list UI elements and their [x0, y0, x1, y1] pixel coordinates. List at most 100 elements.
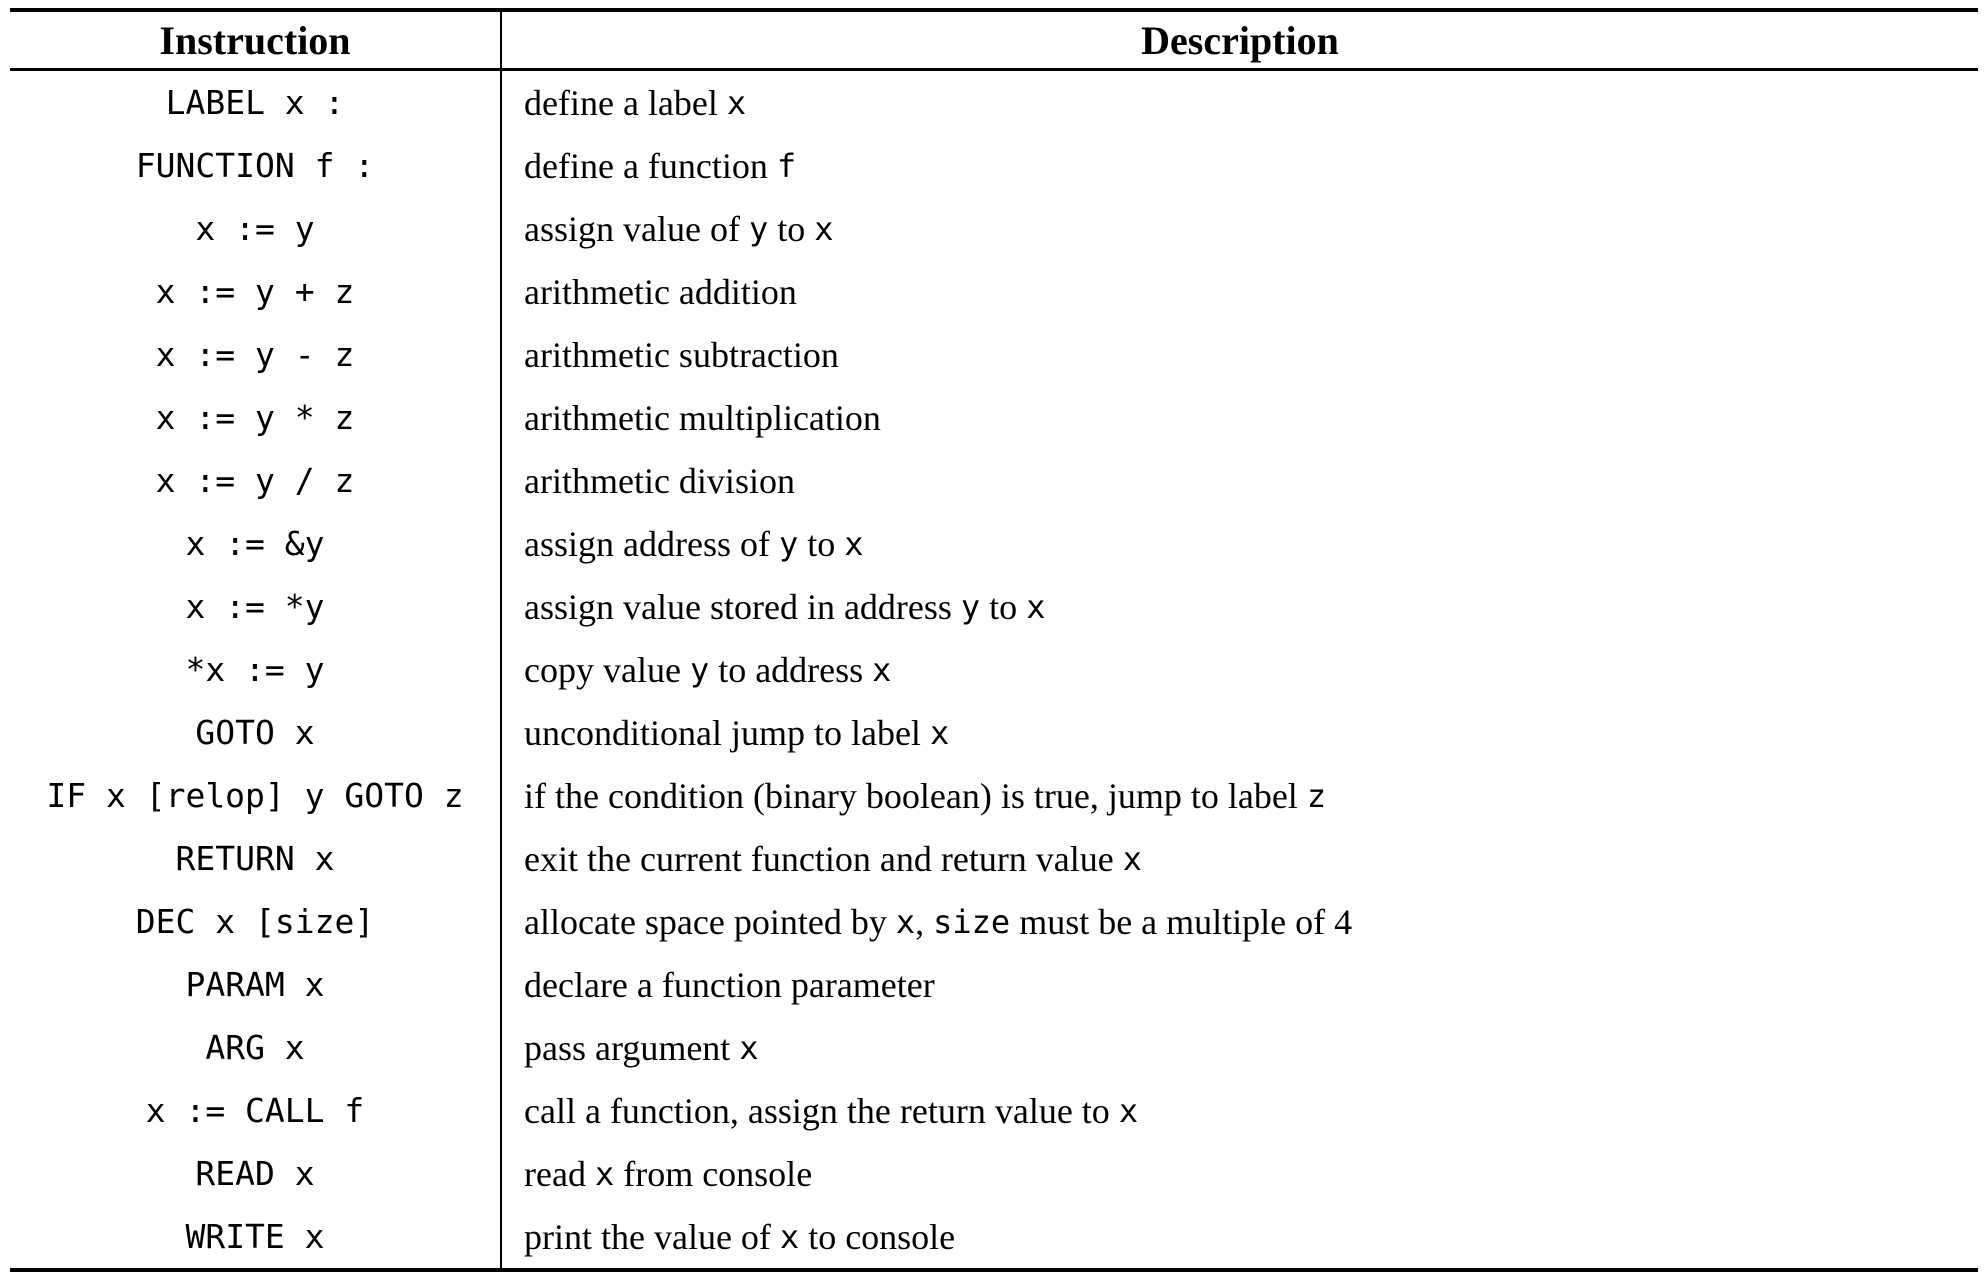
description-cell: arithmetic addition — [502, 260, 1978, 323]
table-header-row: Instruction Description — [10, 12, 1978, 71]
inline-code: y — [748, 209, 769, 248]
description-text: define a function — [524, 145, 777, 186]
description-text: to address — [709, 649, 873, 690]
instruction-cell: ARG x — [10, 1016, 502, 1079]
description-text: arithmetic multiplication — [524, 397, 881, 438]
instruction-cell: x := &y — [10, 512, 502, 575]
instruction-cell: x := *y — [10, 575, 502, 638]
description-text: if the condition (binary boolean) is tru… — [524, 775, 1307, 816]
description-cell: define a label x — [502, 71, 1978, 134]
inline-code: x — [929, 713, 950, 752]
description-text: declare a function parameter — [524, 964, 935, 1005]
inline-code: x — [1118, 1091, 1139, 1130]
description-cell: unconditional jump to label x — [502, 701, 1978, 764]
table-row: PARAM x declare a function parameter — [10, 953, 1978, 1016]
table-row: x := y * z arithmetic multiplication — [10, 386, 1978, 449]
description-cell: allocate space pointed by x, size must b… — [502, 890, 1978, 953]
table-row: x := y - z arithmetic subtraction — [10, 323, 1978, 386]
inline-code: y — [960, 587, 981, 626]
table-row: x := CALL f call a function, assign the r… — [10, 1079, 1978, 1142]
inline-code: x — [779, 1217, 800, 1256]
description-text: from console — [614, 1153, 813, 1194]
instruction-table: Instruction Description LABEL x :define … — [10, 8, 1978, 1272]
description-cell: copy value y to address x — [502, 638, 1978, 701]
instruction-cell: WRITE x — [10, 1205, 502, 1268]
description-text: assign value stored in address — [524, 586, 961, 627]
instruction-cell: GOTO x — [10, 701, 502, 764]
inline-code: x — [1122, 839, 1143, 878]
instruction-cell: x := y + z — [10, 260, 502, 323]
inline-code: x — [844, 524, 864, 563]
column-header-instruction: Instruction — [10, 12, 502, 68]
inline-code: size — [933, 902, 1011, 941]
table-row: IF x [relop] y GOTO z if the condition (b… — [10, 764, 1978, 827]
description-cell: arithmetic multiplication — [502, 386, 1978, 449]
description-text: exit the current function and return val… — [524, 838, 1123, 879]
instruction-cell: IF x [relop] y GOTO z — [10, 764, 502, 827]
description-text: to — [798, 523, 845, 564]
instruction-cell: x := CALL f — [10, 1079, 502, 1142]
instruction-cell: READ x — [10, 1142, 502, 1205]
description-text: unconditional jump to label — [524, 712, 930, 753]
inline-code: x — [814, 209, 834, 248]
inline-code: x — [895, 902, 916, 941]
description-text: to — [980, 586, 1027, 627]
description-text: , — [915, 901, 934, 942]
inline-code: y — [689, 650, 710, 689]
description-text: assign address of — [524, 523, 779, 564]
description-text: to — [768, 208, 815, 249]
description-cell: arithmetic subtraction — [502, 323, 1978, 386]
table-row: RETURN x exit the current function and re… — [10, 827, 1978, 890]
description-cell: pass argument x — [502, 1016, 1978, 1079]
inline-code: y — [778, 524, 799, 563]
table-row: LABEL x :define a label x — [10, 71, 1978, 134]
description-cell: assign value of y to x — [502, 197, 1978, 260]
description-text: to console — [799, 1216, 956, 1257]
description-text: arithmetic addition — [524, 271, 797, 312]
description-text: arithmetic subtraction — [524, 334, 839, 375]
description-cell: assign value stored in address y to x — [502, 575, 1978, 638]
column-header-description: Description — [1141, 17, 1339, 63]
table-row: FUNCTION f :define a function f — [10, 134, 1978, 197]
description-text: pass argument — [524, 1027, 740, 1068]
table-row: DEC x [size]allocate space pointed by x,… — [10, 890, 1978, 953]
description-cell: arithmetic division — [502, 449, 1978, 512]
description-cell: read x from console — [502, 1142, 1978, 1205]
instruction-cell: PARAM x — [10, 953, 502, 1016]
description-cell: assign address of y to x — [502, 512, 1978, 575]
inline-code: f — [776, 146, 797, 185]
inline-code: z — [1306, 776, 1327, 815]
instruction-cell: x := y / z — [10, 449, 502, 512]
description-text: assign value of — [524, 208, 749, 249]
description-text: read — [524, 1153, 595, 1194]
table-row: x := y / z arithmetic division — [10, 449, 1978, 512]
instruction-cell: RETURN x — [10, 827, 502, 890]
table-row: x := y + z arithmetic addition — [10, 260, 1978, 323]
instruction-cell: LABEL x : — [10, 71, 502, 134]
description-text: define a label — [524, 82, 727, 123]
inline-code: x — [594, 1154, 615, 1193]
description-text: print the value of — [524, 1216, 780, 1257]
instruction-cell: x := y * z — [10, 386, 502, 449]
description-cell: print the value of x to console — [502, 1205, 1978, 1268]
description-text: copy value — [524, 649, 690, 690]
description-cell: call a function, assign the return value… — [502, 1079, 1978, 1142]
description-cell: exit the current function and return val… — [502, 827, 1978, 890]
description-text: allocate space pointed by — [524, 901, 896, 942]
instruction-cell: x := y - z — [10, 323, 502, 386]
description-text: must be a multiple of 4 — [1010, 901, 1353, 942]
description-cell: if the condition (binary boolean) is tru… — [502, 764, 1978, 827]
instruction-cell: x := y — [10, 197, 502, 260]
description-cell: define a function f — [502, 134, 1978, 197]
description-text: call a function, assign the return value… — [524, 1090, 1119, 1131]
description-text: arithmetic division — [524, 460, 795, 501]
